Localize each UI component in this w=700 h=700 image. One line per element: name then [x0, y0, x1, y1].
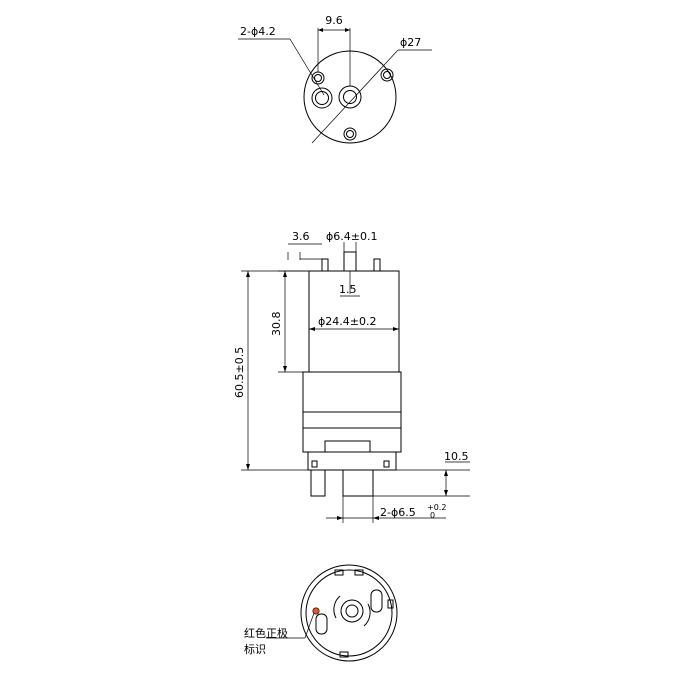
terminal-right — [373, 258, 381, 272]
rim-notch-top-right — [354, 569, 364, 576]
top-center-boss — [338, 85, 362, 109]
output-shaft — [342, 469, 374, 497]
output-shaft-tol-upper: +0.2 — [427, 503, 446, 512]
motor-length-label: 30.8 — [270, 312, 283, 337]
rim-notch-right — [387, 599, 394, 609]
bottom-view: 红色正极 标识 — [244, 564, 398, 662]
output-shaft-length-label: 10.5 — [444, 450, 469, 463]
rim-notch-bottom — [339, 651, 349, 658]
bottom-inner-ring — [305, 569, 393, 657]
flange-screw-right — [383, 460, 390, 468]
bottom-hub-inner — [345, 604, 359, 618]
top-hole-spacing-label: 9.6 — [325, 14, 343, 27]
mount-hole-upper-right-inner — [383, 71, 391, 79]
top-center-hole — [343, 90, 357, 104]
side-view: 3.6 ϕ6.4±0.1 1.5 30.8 ϕ24.4±0.2 60.5±0.5… — [233, 230, 470, 523]
top-left-hole-outer — [311, 87, 333, 109]
positive-marker-dot — [312, 607, 320, 615]
bottom-outline — [300, 564, 398, 662]
pin-offset-label: 3.6 — [292, 230, 310, 243]
mount-hole-bottom-inner — [346, 130, 354, 138]
flange-screw-left — [311, 460, 318, 468]
brush-holder-left — [315, 613, 328, 635]
lower-bushing — [310, 469, 326, 497]
mounting-flange — [307, 451, 397, 471]
hub-arc-right — [363, 603, 371, 627]
top-shaft-stub — [343, 251, 357, 272]
hub-arc-left — [333, 595, 341, 619]
motor-diameter-label: ϕ24.4±0.2 — [318, 315, 376, 328]
mount-hole-upper-right — [380, 68, 394, 82]
terminal-left — [321, 258, 329, 272]
mount-hole-bottom — [343, 127, 357, 141]
total-length-label: 60.5±0.5 — [233, 347, 246, 398]
output-shaft-tol-lower: 0 — [430, 511, 435, 520]
shaft-flat-label: 1.5 — [339, 283, 357, 296]
positive-note-line1: 红色正极 — [244, 626, 288, 640]
brush-holder-right — [370, 589, 383, 613]
top-hole-callout: 2-ϕ4.2 — [240, 25, 276, 38]
top-left-hole-inner — [315, 91, 329, 105]
mount-hole-upper-left-inner — [314, 74, 322, 82]
gearbox-window — [324, 440, 371, 453]
top-view: 9.6 2-ϕ4.2 ϕ27 — [238, 14, 432, 144]
positive-note-line2: 标识 — [244, 642, 266, 656]
bottom-hub-outer — [340, 599, 364, 623]
rim-notch-top-left — [334, 569, 344, 576]
top-body-diameter-label: ϕ27 — [400, 36, 421, 49]
shaft-diameter-label: ϕ6.4±0.1 — [326, 230, 377, 243]
output-shaft-callout: 2-ϕ6.5 — [380, 506, 416, 519]
